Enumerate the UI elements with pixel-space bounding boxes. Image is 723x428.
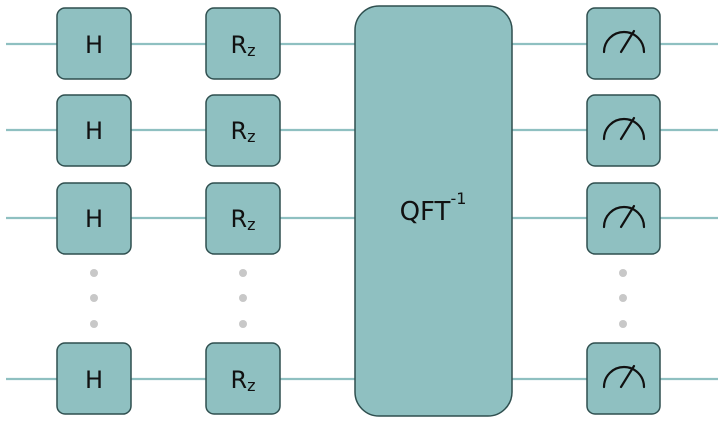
measurement-column <box>586 7 661 415</box>
vertical-ellipsis-icon <box>90 320 98 328</box>
qft-label-superscript: -1 <box>450 189 466 208</box>
rz-gate-1-base: R <box>230 31 247 59</box>
h-gate-1-label: H <box>85 31 103 59</box>
meter-icon <box>602 116 646 141</box>
rz-gate-2-label: Rz <box>230 117 255 146</box>
rz-gate-4-base: R <box>230 366 247 394</box>
qft-inverse-gate: QFT-1 <box>354 5 513 417</box>
measurement-gate-2 <box>586 94 661 167</box>
rz-gate-1-label: Rz <box>230 31 255 60</box>
meter-icon <box>602 29 646 54</box>
measurement-gate-1 <box>586 7 661 80</box>
vertical-ellipsis-icon <box>239 294 247 302</box>
meter-icon <box>602 204 646 229</box>
vertical-ellipsis-icon <box>90 294 98 302</box>
h-gate-3 <box>56 182 132 255</box>
rz-gate-2 <box>205 94 281 167</box>
rz-gate-4-label: Rz <box>230 366 255 395</box>
qft-label-main: QFT <box>400 197 451 227</box>
h-gate-4-label: H <box>85 366 103 394</box>
h-gate-2 <box>56 94 132 167</box>
rz-gate-4 <box>205 342 281 415</box>
h-gate-2-label: H <box>85 117 103 145</box>
vertical-ellipsis-icon <box>619 269 627 277</box>
vertical-ellipsis-icon <box>239 269 247 277</box>
h-gate-3-label: H <box>85 205 103 233</box>
measurement-gate-3 <box>586 182 661 255</box>
rz-gate-2-sub: z <box>247 127 255 146</box>
rz-gate-3 <box>205 182 281 255</box>
ellipsis-measure-column <box>619 269 627 328</box>
vertical-ellipsis-icon <box>619 294 627 302</box>
vertical-ellipsis-icon <box>239 320 247 328</box>
meter-icon <box>602 364 646 389</box>
rz-gate-4-sub: z <box>247 376 255 395</box>
rz-gate-3-base: R <box>230 205 247 233</box>
measurement-gate-4 <box>586 342 661 415</box>
vertical-ellipsis-icon <box>619 320 627 328</box>
h-gates-column: H H H H <box>56 7 132 415</box>
ellipsis-rz-column <box>239 269 247 328</box>
rz-gate-3-label: Rz <box>230 205 255 234</box>
rz-gate-1-sub: z <box>247 41 255 60</box>
h-gate-4 <box>56 342 132 415</box>
ellipsis-h-column <box>90 269 98 328</box>
rz-gate-1 <box>205 7 281 80</box>
qft-inverse-box <box>354 5 513 417</box>
vertical-ellipsis-icon <box>90 269 98 277</box>
rz-gate-2-base: R <box>230 117 247 145</box>
h-gate-1 <box>56 7 132 80</box>
rz-gate-3-sub: z <box>247 215 255 234</box>
rz-gates-column: Rz Rz Rz Rz <box>205 7 281 415</box>
qft-inverse-label: QFT-1 <box>400 189 467 227</box>
